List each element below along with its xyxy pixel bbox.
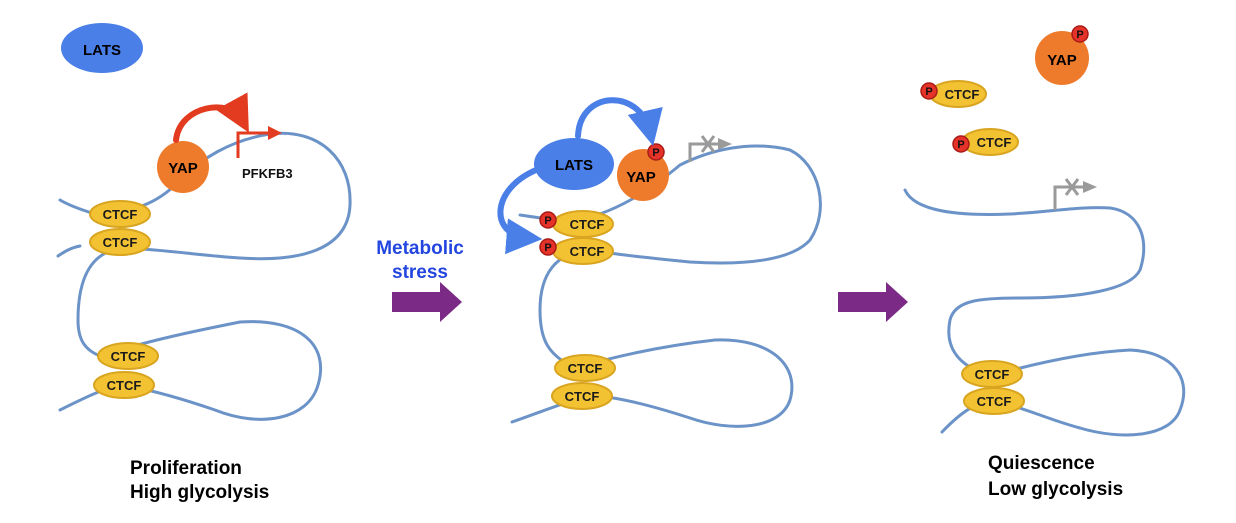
dna-strand [510,144,822,428]
stress-label-line1: Metabolic [376,238,464,259]
phospho-label: P [544,215,551,227]
lats-label: LATS [83,42,121,59]
state-label-line2: Low glycolysis [988,479,1123,500]
phospho-label: P [1076,29,1083,41]
ctcf-protein [89,200,151,228]
phospho-marker [952,135,970,153]
ctcf-label: CTCF [945,87,980,102]
lats-kinase: LATS [534,138,614,190]
state-label-line2: High glycolysis [130,482,269,503]
phospho-label: P [544,242,551,254]
activation-arrow-icon [173,92,249,143]
ctcf-protein [97,342,159,370]
ctcf-label: CTCF [977,135,1012,150]
lats-blob [61,23,143,73]
bent-arrow-icon [236,126,282,158]
free-phosphorylated-ctcf: CTCF P [920,80,987,108]
stress-label-line2: stress [392,262,448,283]
panel-proliferation: LATS CTCF CTCF CTCF CTCF YAP PFKFB3 [56,23,352,503]
crossed-promoter-icon [1053,178,1097,210]
ctcf-label: CTCF [103,235,138,250]
ctcf-protein [554,354,616,382]
ctcf-protein [961,360,1023,388]
yap-label: YAP [168,160,197,177]
bound-yap: YAP [157,141,209,193]
dna-strand [58,131,352,421]
phospho-marker [1071,25,1089,43]
phospho-label: P [957,139,964,151]
chromatin-loop-middle [510,144,822,428]
dna-strand-tail [56,244,82,258]
ctcf-label: CTCF [103,207,138,222]
yap-blob [617,149,669,201]
block-arrow-icon [392,282,462,322]
phospho-label: P [925,86,932,98]
crossed-promoter-icon [688,135,732,162]
state-label-line1: Proliferation [130,458,242,479]
chromatin-loop-left [56,131,352,421]
free-phosphorylated-ctcf: CTCF P [952,128,1019,156]
ctcf-protein [963,387,1025,415]
lats-to-ctcf-arrow-icon [497,167,543,255]
ctcf-label: CTCF [568,361,603,376]
free-lats: LATS [61,23,143,73]
state-label-line1: Quiescence [988,453,1095,474]
free-phosphorylated-yap: YAP P [1035,25,1089,85]
ctcf-label: CTCF [977,394,1012,409]
ctcf-protein [89,228,151,256]
panel-quiescence: YAP P CTCF P CTCF P CTCF CT [903,25,1186,500]
phospho-marker [920,82,938,100]
chromatin-loop-right [903,188,1186,437]
ctcf-label: CTCF [570,244,605,259]
ctcf-pair-upper: CTCF CTCF P P [539,210,614,265]
lats-to-yap-arrow-icon [575,97,663,147]
gene-label-pfkfb3: PFKFB3 [242,166,293,181]
ctcf-protein [93,371,155,399]
ctcf-label: CTCF [107,378,142,393]
phospho-label: P [652,147,659,159]
yap-blob [157,141,209,193]
ctcf-label: CTCF [565,389,600,404]
ctcf-label: CTCF [111,349,146,364]
ctcf-pair-lower: CTCF CTCF [93,342,159,399]
dna-strand [903,188,1186,437]
block-arrow-icon [838,282,908,322]
ctcf-label: CTCF [570,217,605,232]
ctcf-pair-lower: CTCF CTCF [551,354,616,410]
phosphorylated-yap: YAP P [617,143,669,201]
ctcf-pair-lower: CTCF CTCF [961,360,1025,415]
panel-stress: CTCF CTCF P P CTCF CTCF LATS YAP P [497,97,822,428]
lats-label: LATS [555,157,593,174]
yap-label: YAP [1047,52,1076,69]
ctcf-pair-upper: CTCF CTCF [89,200,151,256]
ctcf-protein [551,382,613,410]
lats-blob [534,138,614,190]
yap-blob [1035,31,1089,85]
yap-label: YAP [626,169,655,186]
ctcf-label: CTCF [975,367,1010,382]
transition-metabolic-stress: Metabolic stress [376,238,464,322]
